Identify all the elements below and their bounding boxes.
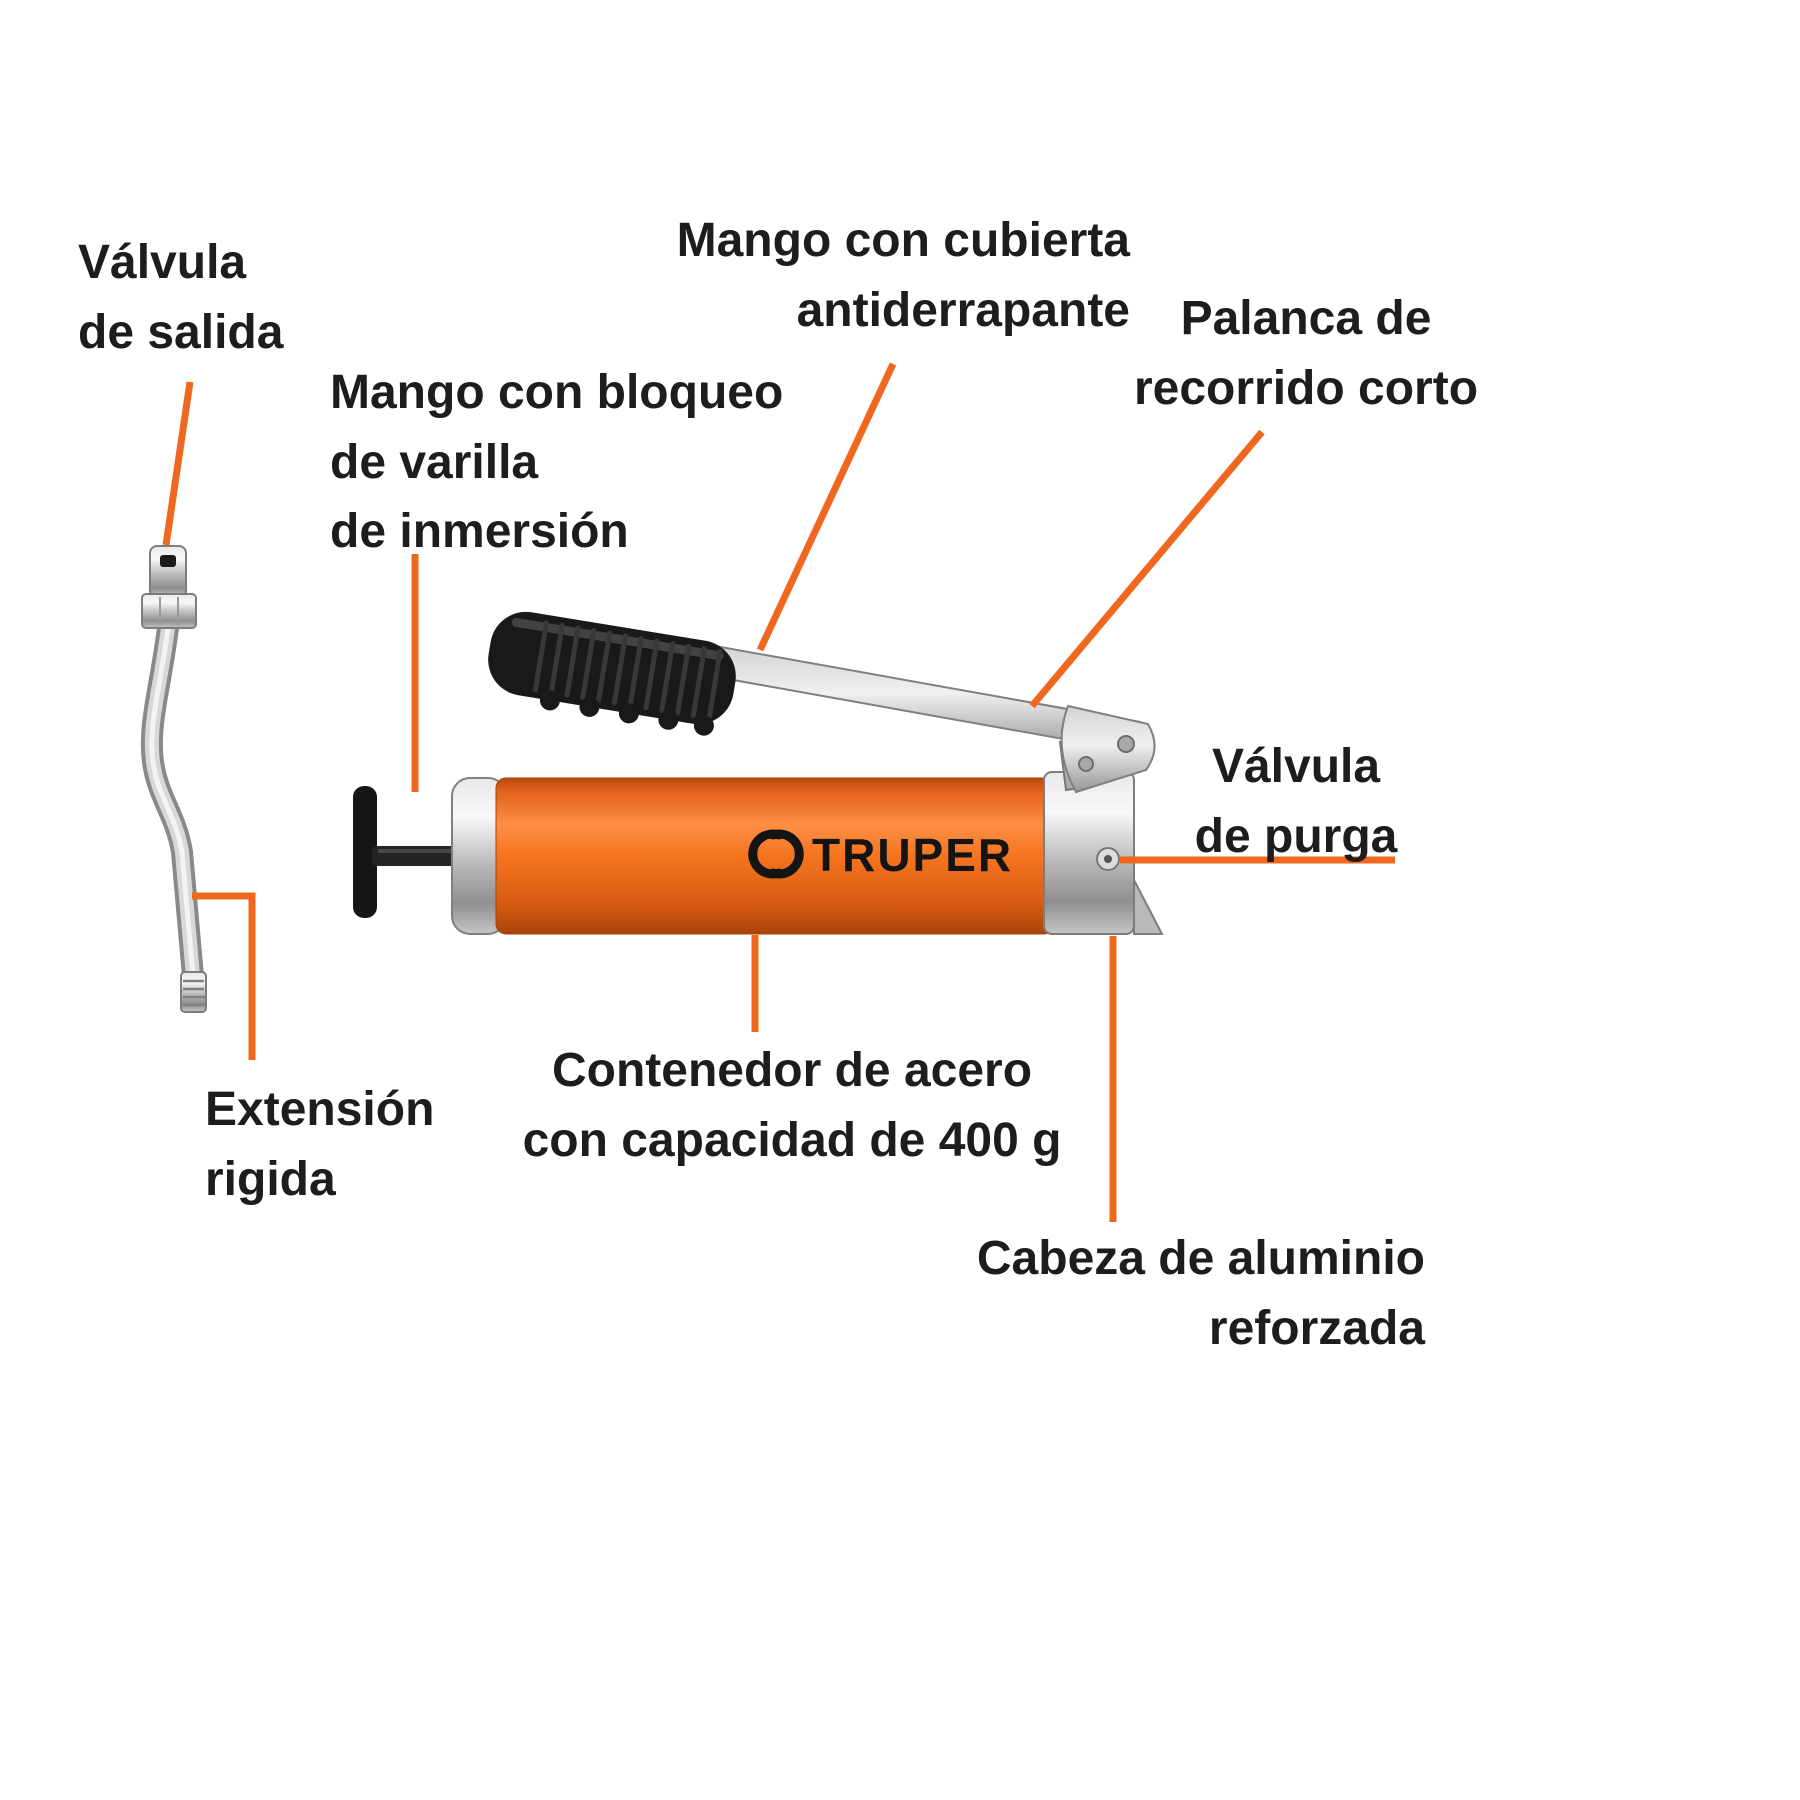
label-valvula-de-purga: Válvula de purga: [1180, 732, 1412, 871]
label-line: recorrido corto: [1133, 361, 1479, 415]
brand-mark-right: [768, 829, 804, 879]
label-cabeza-de-aluminio: Cabeza de aluminio reforzada: [925, 1224, 1425, 1363]
label-palanca-recorrido-corto: Palanca de recorrido corto: [1106, 284, 1506, 423]
label-line: antiderrapante: [796, 283, 1130, 337]
label-contenedor-de-acero: Contenedor de acero con capacidad de 400…: [462, 1036, 1122, 1175]
rigid-extension-tube: [140, 545, 207, 1013]
label-line: de varilla: [330, 435, 539, 489]
label-line: de purga: [1194, 809, 1398, 863]
brand-text: TRUPER: [812, 829, 1013, 881]
outlet-valve-coupler: [149, 545, 187, 599]
aluminum-head: [1043, 771, 1135, 935]
extension-tube-highlight: [149, 625, 196, 979]
brand-logo: TRUPER: [748, 829, 1013, 881]
pivot-rivet: [1117, 735, 1135, 753]
label-mango-con-cubierta: Mango con cubierta antiderrapante: [630, 206, 1130, 345]
label-line: Válvula: [1211, 740, 1381, 793]
purge-valve-center: [1104, 855, 1112, 863]
connector-valvula-salida: [162, 381, 194, 546]
grip-finger-bumps: [539, 690, 714, 736]
label-line: Palanca de: [1180, 292, 1432, 345]
coupler-hole: [160, 555, 176, 567]
label-extension-rigida: Extensión rigida: [205, 1075, 434, 1214]
label-line: Extensión: [205, 1083, 435, 1136]
label-line: de inmersión: [330, 505, 629, 559]
label-line: Válvula: [78, 236, 247, 289]
connector-palanca: [1029, 429, 1265, 709]
connector-lines: [162, 362, 1395, 1222]
pivot-rivet: [1078, 756, 1094, 772]
label-line: Mango con bloqueo: [330, 366, 784, 419]
head-foot: [1133, 879, 1164, 935]
label-mango-con-bloqueo: Mango con bloqueo de varilla de inmersió…: [330, 358, 783, 567]
label-valvula-de-salida: Válvula de salida: [78, 228, 283, 367]
label-line: reforzada: [1208, 1301, 1425, 1355]
coupler-nut: [141, 593, 197, 629]
connector-extension: [192, 892, 256, 1060]
grip-ribs: [532, 620, 723, 721]
connector-mango-cubierta: [756, 362, 897, 652]
label-line: de salida: [78, 305, 284, 359]
label-line: Mango con cubierta: [676, 214, 1130, 267]
label-line: con capacidad de 400 g: [522, 1113, 1062, 1167]
grease-gun: TRUPER: [353, 611, 1164, 935]
label-line: Cabeza de aluminio: [976, 1232, 1425, 1285]
lever-pivot-plate: [1060, 704, 1156, 794]
t-handle-bar: [353, 786, 377, 918]
anti-slip-grip: [488, 611, 736, 736]
label-line: Contenedor de acero: [551, 1044, 1033, 1097]
label-line: rigida: [205, 1152, 336, 1206]
